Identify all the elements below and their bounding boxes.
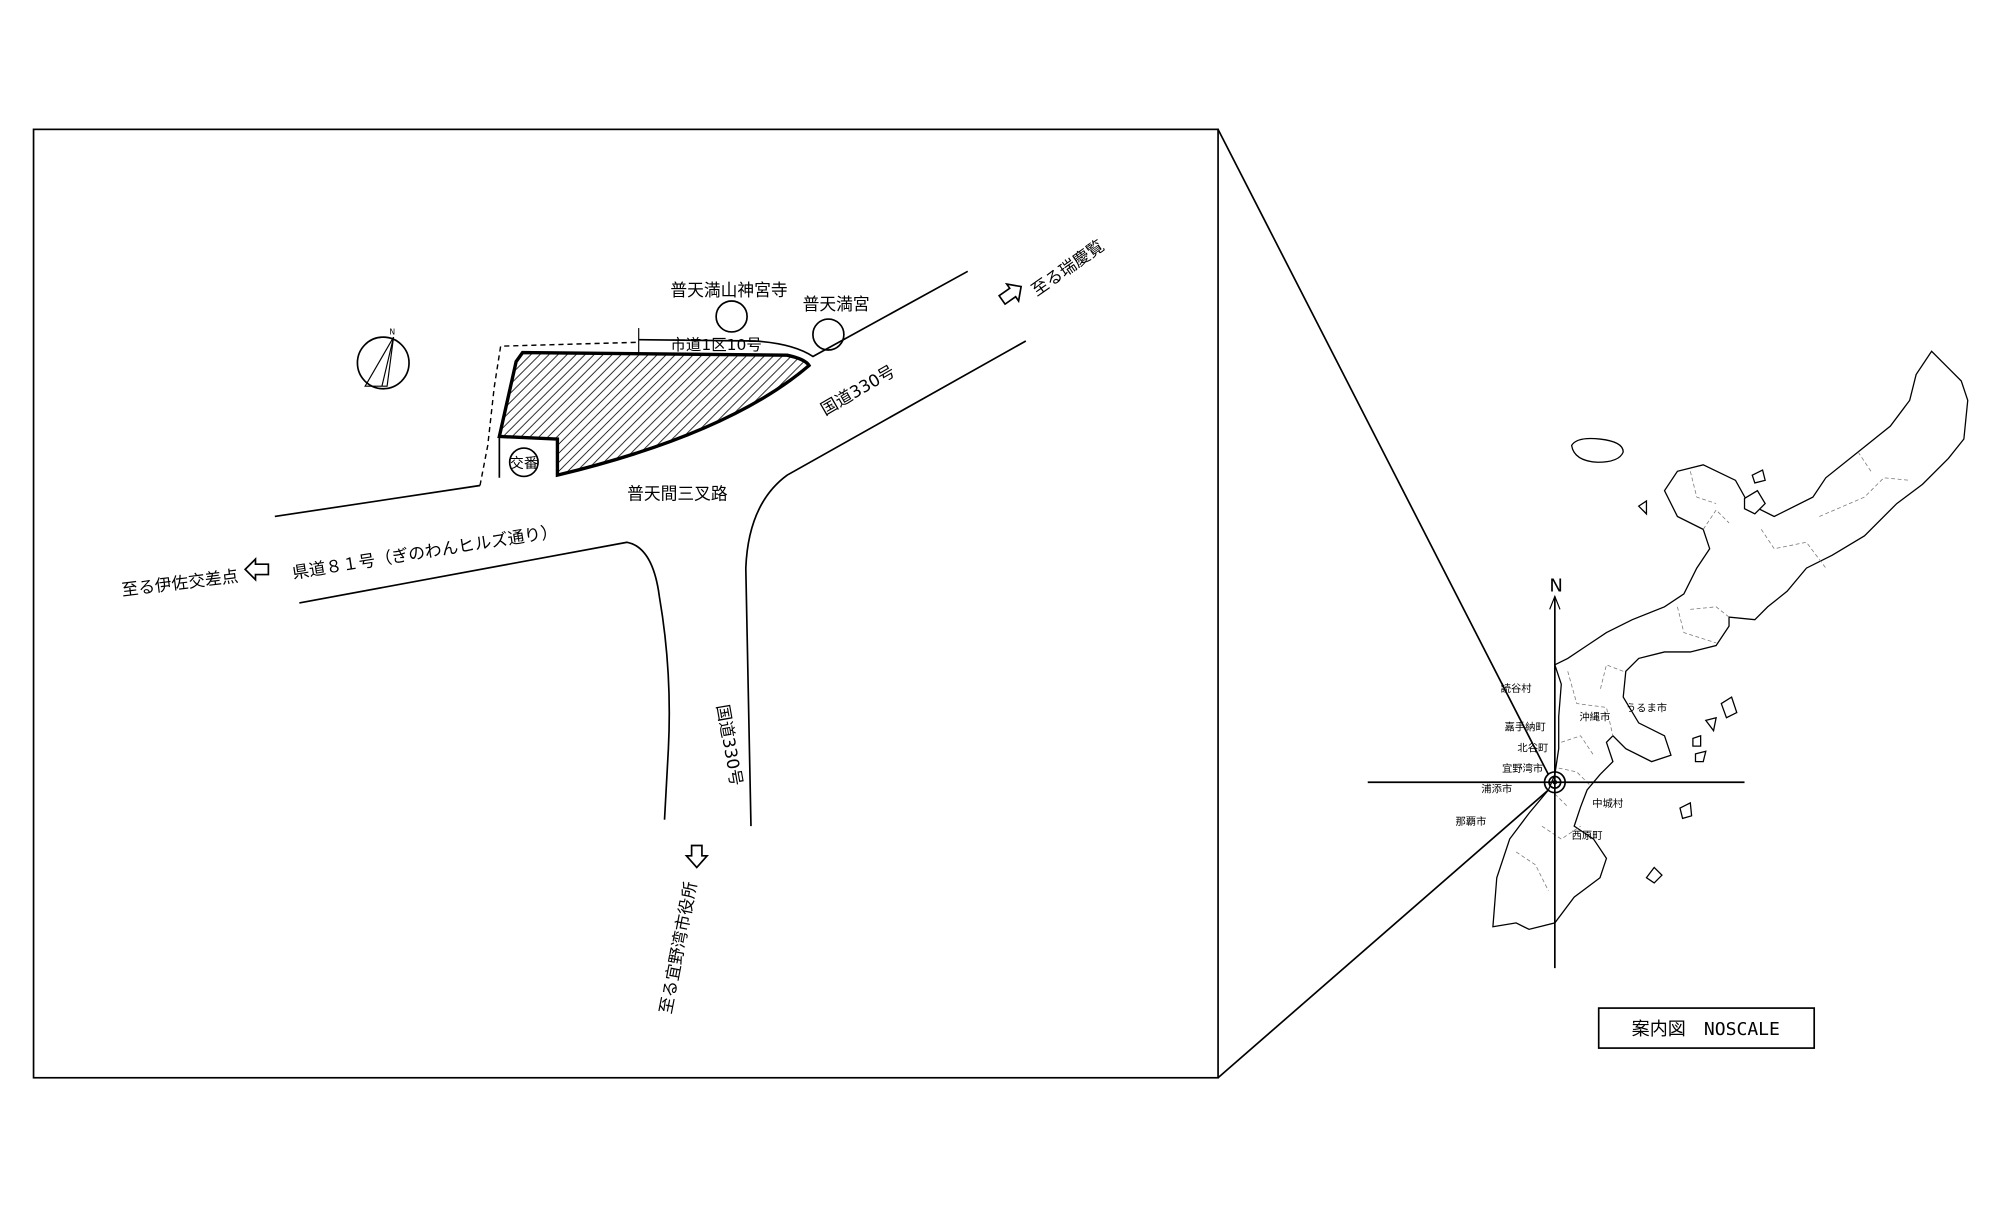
municipality-label: 北谷町 (1517, 742, 1548, 754)
city-road-edge (638, 270, 969, 358)
project-site (497, 350, 812, 478)
target-marker-icon (1543, 771, 1566, 794)
compass-north-label: N (1549, 575, 1563, 596)
road-network (274, 270, 1027, 827)
municipality-label: 嘉手納町 (1505, 721, 1546, 734)
municipality-label: 那覇市 (1455, 815, 1486, 828)
municipality-label: 中城村 (1592, 797, 1623, 810)
municipality-label: 沖縄市 (1579, 710, 1610, 723)
leader-line-bottom (1217, 789, 1549, 1079)
municipality-label: 西原町 (1572, 830, 1603, 842)
prefectural-road-label: 県道８１号（ぎのわんヒルズ通り） (291, 521, 559, 583)
city-road-label: 市道1区10号 (670, 336, 761, 354)
prefectural-road-south-edge (299, 541, 671, 820)
to-city-hall-label: 至る宜野湾市役所 (655, 880, 700, 1016)
city-road-dashed-edge (479, 341, 639, 486)
site-map-frame (32, 128, 1219, 1079)
shrine-label: 普天満宮 (803, 294, 870, 314)
route330-south-label: 国道330号 (713, 703, 747, 788)
temple-marker (715, 300, 748, 333)
route330-east-edge (744, 340, 1027, 827)
temple-label: 普天満山神宮寺 (670, 280, 787, 300)
okinawa-island-map (1492, 350, 1969, 931)
police-box-marker (508, 447, 539, 478)
junction-label: 普天間三叉路 (627, 484, 728, 504)
municipality-label: 浦添市 (1481, 783, 1512, 796)
route330-north-label: 国道330号 (817, 361, 898, 419)
police-box-label: 交番 (510, 455, 538, 472)
municipality-label: うるま市 (1626, 701, 1667, 714)
map-title-box: 案内図 NOSCALE (1597, 1007, 1816, 1049)
arrow-left-icon (243, 557, 270, 582)
okinawa-main-island (1492, 350, 1969, 931)
to-zukeran-label: 至る瑞慶覧 (1027, 235, 1107, 299)
map-title: 案内図 NOSCALE (1632, 1019, 1780, 1040)
municipality-label: 宜野湾市 (1502, 762, 1543, 775)
leader-line-top (1217, 128, 1550, 775)
municipality-label: 読谷村 (1501, 682, 1532, 695)
municipal-boundaries (1515, 451, 1910, 891)
municipality-labels: 読谷村 嘉手納町 沖縄市 うるま市 北谷町 宜野湾市 浦添市 中城村 那覇市 西… (1455, 682, 1667, 842)
arrow-right-icon (997, 282, 1023, 306)
north-arrow-icon: N (356, 328, 410, 390)
to-isa-label: 至る伊佐交差点 (120, 566, 239, 600)
prefectural-road-north-edge (274, 484, 481, 518)
police-box: 交番 (498, 436, 559, 478)
shrine-marker (812, 318, 845, 351)
outlying-islands (1570, 437, 1766, 884)
arrow-down-icon (684, 844, 709, 869)
north-arrow-label: N (389, 328, 395, 337)
